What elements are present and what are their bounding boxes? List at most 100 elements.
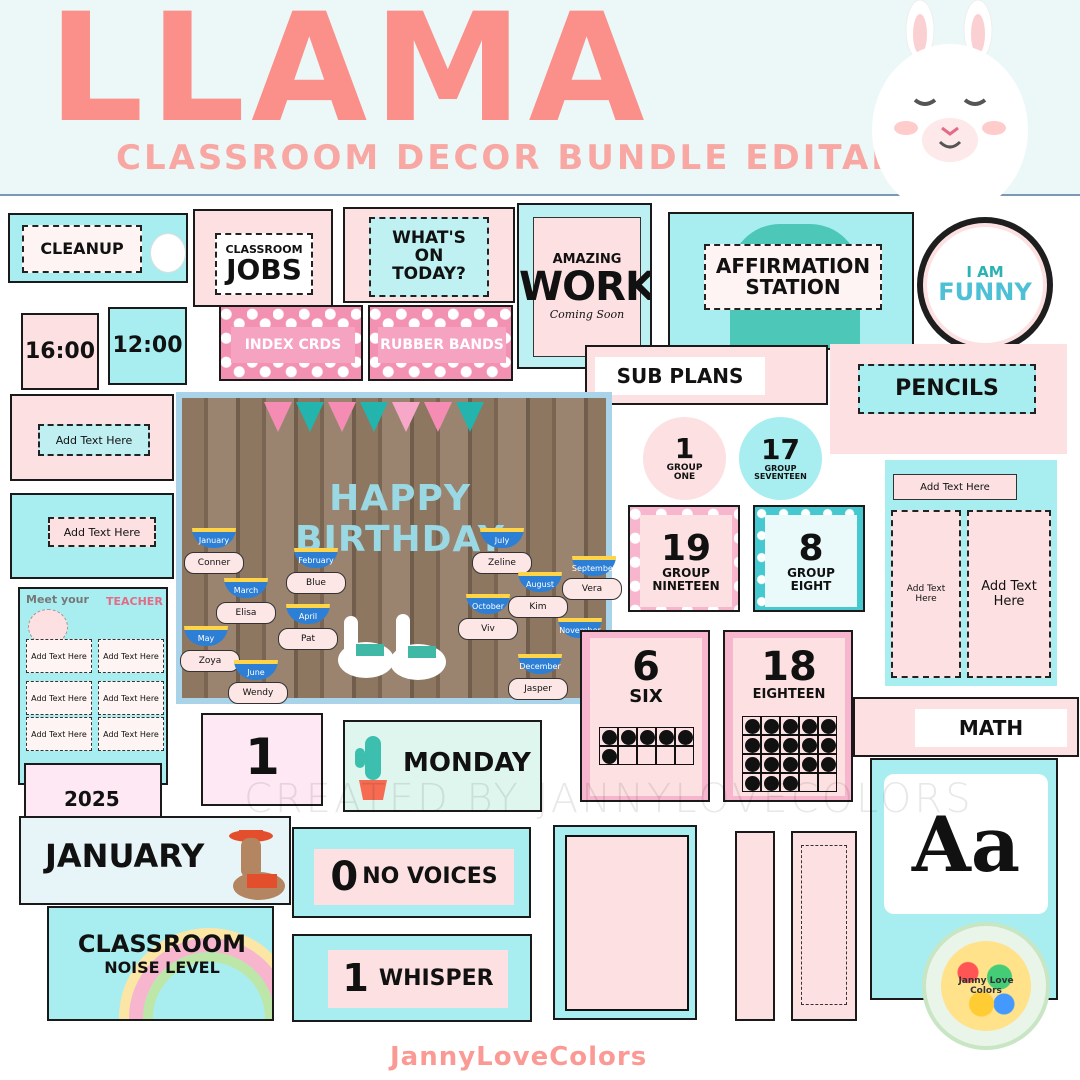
index-crds-label: INDEX CRDS xyxy=(244,336,342,353)
month-cup: May xyxy=(184,626,228,646)
pencils-card: PENCILS xyxy=(830,344,1067,454)
happy-birthday-title: HAPPY BIRTHDAY xyxy=(295,478,505,560)
planner-left-text: Add Text Here xyxy=(906,584,946,604)
llama-icon xyxy=(150,233,186,273)
i-am-label: I AM xyxy=(966,262,1004,281)
number-eighteen-card: 18 EIGHTEEN xyxy=(723,630,853,802)
monday-card: MONDAY xyxy=(343,720,542,812)
page-title: LLAMA xyxy=(48,0,651,156)
teacher-grid-cell: Add Text Here xyxy=(31,693,87,703)
teacher-grid-cell: Add Text Here xyxy=(103,693,159,703)
sub-plans-card: SUB PLANS xyxy=(585,345,828,405)
rubber-bands-label-card: RUBBER BANDS xyxy=(368,305,513,381)
january-label: JANUARY xyxy=(45,837,205,875)
coming-soon-label: Coming Soon xyxy=(549,308,625,322)
classroom-label: CLASSROOM xyxy=(225,242,303,256)
student-name-tag: Zoya xyxy=(180,650,240,672)
i-am-funny-badge: I AM FUNNY xyxy=(917,217,1053,353)
month-cup: January xyxy=(192,528,236,548)
no-voices-label: NO VOICES xyxy=(362,864,498,890)
bookmark-card-1 xyxy=(735,831,775,1021)
six-number: 6 xyxy=(632,644,660,690)
date-card: 1 xyxy=(201,713,323,806)
group-one-number: 1 xyxy=(674,432,695,466)
aa-letter: Aa xyxy=(911,799,1021,889)
monday-label: MONDAY xyxy=(403,748,531,778)
noise-one-number: 1 xyxy=(342,956,369,1001)
affirmation-station-card: AFFIRMATION STATION xyxy=(668,212,914,350)
whats-on-today-card: WHAT'S ON TODAY? xyxy=(343,207,515,303)
whisper-label: WHISPER xyxy=(378,966,494,992)
eighteen-word: EIGHTEEN xyxy=(752,687,826,702)
six-word: SIX xyxy=(629,686,663,707)
clock-card-2: 12:00 xyxy=(108,307,187,385)
teacher-grid-cell: Add Text Here xyxy=(31,651,87,661)
llama-mascot-icon xyxy=(870,0,1030,216)
rubber-bands-label: RUBBER BANDS xyxy=(380,336,504,353)
classroom-jobs-card: CLASSROOM JOBS xyxy=(193,209,333,307)
group-seventeen-circle: 17 GROUP SEVENTEEN xyxy=(739,417,822,500)
add-text-card-1: Add Text Here xyxy=(10,394,174,481)
group-eight-label: GROUP EIGHT xyxy=(787,566,835,593)
cactus-pot-icon xyxy=(353,732,393,802)
planner-title: Add Text Here xyxy=(920,481,990,493)
amazing-work-card: AMAZING WORK Coming Soon xyxy=(517,203,652,369)
student-name-tag: Viv xyxy=(458,618,518,640)
ten-frame-six xyxy=(596,726,696,765)
clock-time-2: 12:00 xyxy=(112,333,183,359)
meet-your-teacher-card: Meet your TEACHER Add Text Here Add Text… xyxy=(18,587,168,785)
month-cup: April xyxy=(286,604,330,624)
clock-time-1: 16:00 xyxy=(24,338,96,364)
watermark: CREATED BY JANNYLOVECOLORS xyxy=(244,776,974,822)
clock-card-1: 16:00 xyxy=(21,313,99,390)
today-label: TODAY? xyxy=(392,263,466,284)
student-name-tag: Kim xyxy=(508,596,568,618)
brand-logo: Janny Love Colors xyxy=(922,922,1050,1050)
month-cup: September xyxy=(572,556,616,576)
logo-text: Janny Love Colors xyxy=(958,976,1014,996)
group-eight-number: 8 xyxy=(798,527,824,569)
group-seventeen-number: 17 xyxy=(761,433,800,467)
number-six-card: 6 SIX xyxy=(580,630,710,802)
group-one-label: GROUP ONE xyxy=(666,462,703,483)
group-one-circle: 1 GROUP ONE xyxy=(643,417,726,500)
birthday-board: HAPPY BIRTHDAY January Conner February B… xyxy=(176,392,622,704)
cleanup-card: CLEANUP xyxy=(8,213,188,283)
month-cup: July xyxy=(480,528,524,548)
teacher-grid-cell: Add Text Here xyxy=(31,729,87,739)
planner-board: Add Text Here Add Text Here Add Text Her… xyxy=(885,460,1057,686)
page-subtitle: CLASSROOM DECOR BUNDLE EDITABLE xyxy=(116,138,952,178)
month-cup: February xyxy=(294,548,338,568)
math-label: MATH xyxy=(958,715,1024,740)
sub-plans-label: SUB PLANS xyxy=(616,363,744,388)
affirmation-label: AFFIRMATION xyxy=(715,254,871,278)
llama-pair-icon xyxy=(332,608,452,694)
add-text-label-2: Add Text Here xyxy=(63,525,141,539)
january-card: JANUARY xyxy=(19,816,291,905)
meet-your-label: Meet your xyxy=(26,593,89,606)
teacher-grid-cell: Add Text Here xyxy=(103,651,159,661)
work-label: WORK xyxy=(519,264,652,311)
planner-right-text: Add Text Here xyxy=(981,579,1037,609)
eighteen-number: 18 xyxy=(761,644,817,690)
index-cards-label-card: INDEX CRDS xyxy=(219,305,363,381)
cleanup-label: CLEANUP xyxy=(40,238,124,258)
noise-zero-card: 0 NO VOICES xyxy=(292,827,531,918)
student-name-tag: Zeline xyxy=(472,552,532,574)
whats-label: WHAT'S xyxy=(392,228,466,249)
footer-brand: JannyLoveColors xyxy=(390,1042,648,1072)
on-label: ON xyxy=(414,246,444,267)
year-label: 2025 xyxy=(64,787,120,811)
noise-whisper-card: 1 WHISPER xyxy=(292,934,532,1022)
teacher-label: TEACHER xyxy=(106,595,163,608)
add-text-label-1: Add Text Here xyxy=(55,433,133,447)
month-cup: August xyxy=(518,572,562,592)
student-name-tag: Vera xyxy=(562,578,622,600)
group-nineteen-card: 19 GROUP NINETEEN xyxy=(628,505,740,612)
add-text-card-2: Add Text Here xyxy=(10,493,174,579)
funny-label: FUNNY xyxy=(938,278,1032,307)
teacher-grid-cell: Add Text Here xyxy=(103,729,159,739)
llama-sombrero-icon xyxy=(221,824,287,903)
student-name-tag: Blue xyxy=(286,572,346,594)
group-nineteen-label: GROUP NINETEEN xyxy=(652,566,720,593)
